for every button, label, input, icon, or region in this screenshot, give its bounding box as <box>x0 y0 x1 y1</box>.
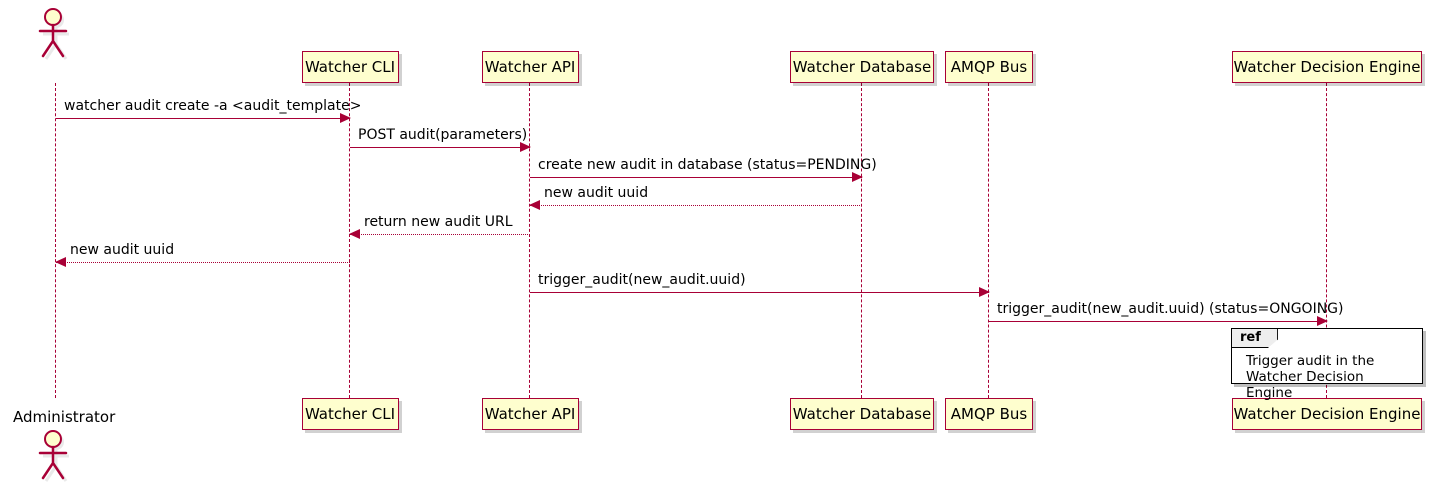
actor-label-administrator: Administrator <box>13 408 116 426</box>
lifeline-administrator <box>55 83 57 398</box>
actor-administrator <box>32 8 80 60</box>
participant-watcher-api-bottom[interactable]: Watcher API <box>481 398 579 430</box>
message-label-m8: trigger_audit(new_audit.uuid) (status=ON… <box>997 301 1344 317</box>
message-line-m3 <box>530 177 862 178</box>
message-label-m7: trigger_audit(new_audit.uuid) <box>538 272 746 288</box>
participant-watcher-decision-engine-bottom[interactable]: Watcher Decision Engine <box>1232 398 1422 430</box>
message-label-m5: return new audit URL <box>364 214 513 230</box>
participant-watcher-database-top[interactable]: Watcher Database <box>790 51 934 83</box>
participant-watcher-api-top[interactable]: Watcher API <box>481 51 579 83</box>
lifeline-watcher-decision-engine <box>1326 83 1328 398</box>
message-arrowhead-m2 <box>520 142 531 152</box>
message-arrowhead-m7 <box>979 287 990 297</box>
message-label-m1: watcher audit create -a <audit_template> <box>64 98 362 114</box>
message-line-m7 <box>530 292 989 293</box>
message-label-m2: POST audit(parameters) <box>358 127 528 143</box>
message-label-m6: new audit uuid <box>70 242 175 258</box>
message-line-m1 <box>56 118 350 119</box>
fragment-tag-ref-trigger-audit: ref <box>1232 329 1278 348</box>
message-arrowhead-m1 <box>340 113 351 123</box>
actor-label-administrator: Administrator <box>13 0 115 4</box>
message-arrowhead-m3 <box>852 172 863 182</box>
participant-amqp-bus-bottom[interactable]: AMQP Bus <box>945 398 1033 430</box>
message-line-m4 <box>530 205 862 206</box>
message-line-m8 <box>989 321 1327 322</box>
participant-watcher-cli-top[interactable]: Watcher CLI <box>301 51 399 83</box>
message-label-m4: new audit uuid <box>544 185 649 201</box>
message-arrowhead-m4 <box>529 200 540 210</box>
fragment-body-ref-trigger-audit: Trigger audit in the Watcher Decision En… <box>1246 353 1375 401</box>
message-line-m6 <box>56 262 350 263</box>
lifeline-watcher-api <box>529 83 531 398</box>
participant-amqp-bus-top[interactable]: AMQP Bus <box>945 51 1033 83</box>
message-label-m3: create new audit in database (status=PEN… <box>538 157 877 173</box>
message-line-m5 <box>350 234 530 235</box>
lifeline-amqp-bus <box>988 83 990 398</box>
participant-watcher-decision-engine-top[interactable]: Watcher Decision Engine <box>1232 51 1422 83</box>
message-arrowhead-m5 <box>349 229 360 239</box>
lifeline-watcher-database <box>861 83 863 398</box>
lifeline-watcher-cli <box>349 83 351 398</box>
participant-watcher-cli-bottom[interactable]: Watcher CLI <box>301 398 399 430</box>
message-line-m2 <box>350 147 530 148</box>
actor-administrator <box>32 430 80 482</box>
message-arrowhead-m8 <box>1317 316 1328 326</box>
participant-watcher-database-bottom[interactable]: Watcher Database <box>790 398 934 430</box>
message-arrowhead-m6 <box>55 257 66 267</box>
